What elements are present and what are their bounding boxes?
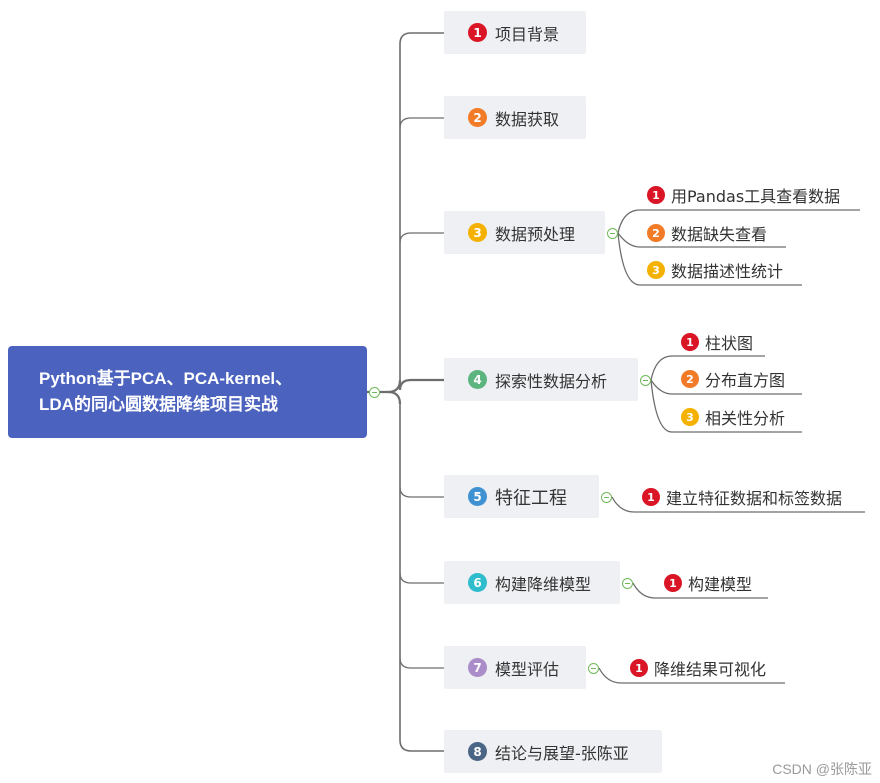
trunk-upper <box>399 32 444 380</box>
number-badge-2: 2 <box>647 224 665 242</box>
branch-node-build-model[interactable]: 6 构建降维模型 <box>444 561 620 604</box>
branch-connector-2 <box>399 117 444 129</box>
number-badge-1: 1 <box>468 23 487 42</box>
leaf-histogram[interactable]: 2 分布直方图 <box>681 368 785 390</box>
leaf-missing-data[interactable]: 2 数据缺失查看 <box>647 222 767 244</box>
leaf-label: 用Pandas工具查看数据 <box>671 187 841 206</box>
evaluation-collapse-toggle[interactable] <box>588 663 599 674</box>
branch-node-feature-engineering[interactable]: 5 特征工程 <box>444 475 599 518</box>
branch-label: 项目背景 <box>495 24 560 44</box>
root-collapse-toggle[interactable] <box>369 387 380 398</box>
child-connector-preprocess-2 <box>617 232 786 248</box>
root-title-line2: LDA的同心圆数据降维项目实战 <box>39 395 278 414</box>
number-badge-1: 1 <box>681 333 699 351</box>
branch-label: 构建降维模型 <box>495 574 592 594</box>
preprocessing-collapse-toggle[interactable] <box>607 228 618 239</box>
number-badge-3: 3 <box>681 408 699 426</box>
branch-node-preprocessing[interactable]: 3 数据预处理 <box>444 211 605 254</box>
child-connector-features-1 <box>611 496 865 513</box>
number-badge-1: 1 <box>642 488 660 506</box>
leaf-bar-chart[interactable]: 1 柱状图 <box>681 331 753 353</box>
branch-label: 数据预处理 <box>495 224 576 244</box>
root-title-line1: Python基于PCA、PCA-kernel、 <box>39 369 293 388</box>
number-badge-2: 2 <box>681 370 699 388</box>
branch-node-data-acquisition[interactable]: 2 数据获取 <box>444 96 586 139</box>
branch-node-evaluation[interactable]: 7 模型评估 <box>444 646 586 689</box>
root-node[interactable]: Python基于PCA、PCA-kernel、 LDA的同心圆数据降维项目实战 <box>8 346 367 438</box>
branch-label: 结论与展望-张陈亚 <box>495 743 629 763</box>
child-connector-model-1 <box>632 582 768 599</box>
leaf-label: 建立特征数据和标签数据 <box>666 489 843 508</box>
child-connector-preprocess-3 <box>617 232 802 286</box>
feature-engineering-collapse-toggle[interactable] <box>601 492 612 503</box>
leaf-label: 相关性分析 <box>705 409 786 428</box>
leaf-label: 数据描述性统计 <box>671 262 784 281</box>
number-badge-1: 1 <box>664 574 682 592</box>
branch-label: 模型评估 <box>495 659 560 679</box>
branch-connector-7 <box>399 657 444 669</box>
leaf-label: 柱状图 <box>705 334 754 353</box>
branch-label: 探索性数据分析 <box>495 371 608 391</box>
leaf-build-model[interactable]: 1 构建模型 <box>664 572 752 594</box>
leaf-visualize-reduction[interactable]: 1 降维结果可视化 <box>630 657 766 679</box>
branch-node-eda[interactable]: 4 探索性数据分析 <box>444 358 638 401</box>
number-badge-7: 7 <box>468 658 487 677</box>
number-badge-2: 2 <box>468 108 487 127</box>
trunk-lower <box>399 404 444 752</box>
leaf-label: 降维结果可视化 <box>654 660 767 679</box>
child-connector-eda-2 <box>650 379 802 395</box>
child-connector-evaluate-1 <box>598 667 785 684</box>
number-badge-6: 6 <box>468 573 487 592</box>
root-connector-lower <box>387 390 402 405</box>
branch-label: 特征工程 <box>495 487 567 509</box>
leaf-label: 数据缺失查看 <box>671 225 768 244</box>
number-badge-8: 8 <box>468 742 487 761</box>
leaf-feature-label-data[interactable]: 1 建立特征数据和标签数据 <box>642 486 842 508</box>
child-connector-eda-1 <box>650 355 765 381</box>
number-badge-1: 1 <box>647 186 665 204</box>
leaf-descriptive-stats[interactable]: 3 数据描述性统计 <box>647 259 783 281</box>
branch-connector-3 <box>399 232 444 244</box>
child-connector-preprocess-1 <box>617 209 860 234</box>
child-connector-eda-3 <box>650 379 802 433</box>
branch-node-background[interactable]: 1 项目背景 <box>444 11 586 54</box>
branch-connector-4 <box>398 378 444 391</box>
leaf-correlation[interactable]: 3 相关性分析 <box>681 406 785 428</box>
branch-connector-5 <box>399 486 444 498</box>
csdn-watermark: CSDN @张陈亚 <box>772 761 872 777</box>
number-badge-3: 3 <box>468 223 487 242</box>
number-badge-3: 3 <box>647 261 665 279</box>
number-badge-5: 5 <box>468 487 487 506</box>
build-model-collapse-toggle[interactable] <box>622 578 633 589</box>
leaf-label: 构建模型 <box>688 575 753 594</box>
branch-connector-6 <box>399 572 444 584</box>
number-badge-1: 1 <box>630 659 648 677</box>
leaf-label: 分布直方图 <box>705 371 786 390</box>
leaf-pandas-view[interactable]: 1 用Pandas工具查看数据 <box>647 184 840 206</box>
branch-label: 数据获取 <box>495 109 560 129</box>
branch-node-conclusion[interactable]: 8 结论与展望-张陈亚 <box>444 730 662 773</box>
eda-collapse-toggle[interactable] <box>640 375 651 386</box>
number-badge-4: 4 <box>468 370 487 389</box>
